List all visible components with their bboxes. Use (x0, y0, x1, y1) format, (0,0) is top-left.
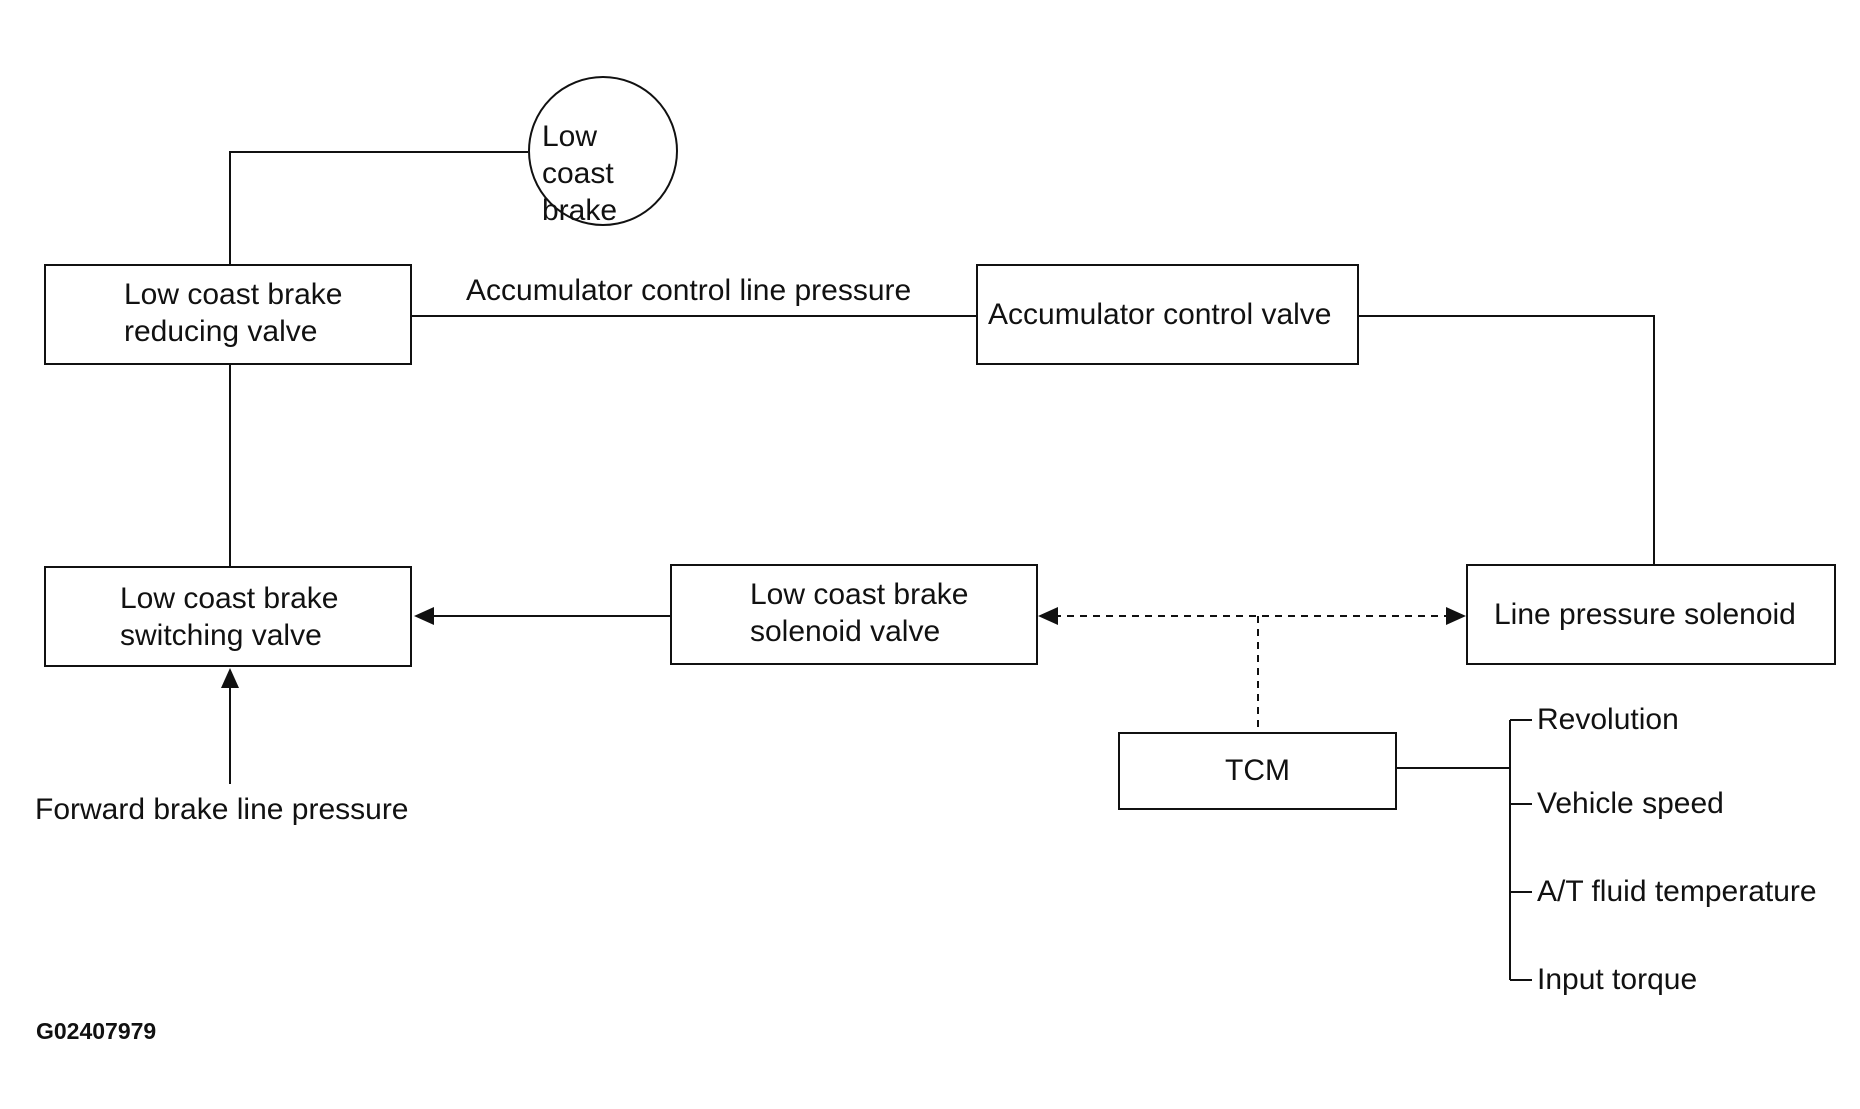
low-coast-brake-node: Low coast brake (528, 76, 678, 227)
arrowhead-up-to-switching-valve (221, 668, 239, 688)
switching-valve-line-1: Low coast brake (120, 582, 339, 615)
reducing-valve-line-2: reducing valve (124, 315, 318, 348)
arrowhead-to-line-pressure-solenoid (1446, 607, 1466, 625)
line-accumulator-to-solenoid (1358, 315, 1655, 564)
tcm-line-1: TCM (1225, 754, 1290, 787)
tcm-input-revolution: Revolution (1537, 703, 1679, 736)
low-coast-brake-line-1: Low coast (542, 120, 614, 190)
line-pressure-solenoid-box: Line pressure solenoid (1466, 564, 1836, 665)
tcm-input-fluid-temperature: A/T fluid temperature (1537, 875, 1817, 908)
reducing-valve-line-1: Low coast brake (124, 278, 343, 311)
switching-valve-box: Low coast brake switching valve (44, 566, 412, 667)
tcm-input-vehicle-speed: Vehicle speed (1537, 787, 1724, 820)
solenoid-valve-box: Low coast brake solenoid valve (670, 564, 1038, 665)
figure-code: G02407979 (36, 1018, 157, 1044)
low-coast-brake-line-2: brake (542, 194, 618, 227)
arrowhead-to-solenoid-valve (1038, 607, 1058, 625)
accumulator-control-line-pressure-label: Accumulator control line pressure (466, 274, 912, 307)
switching-valve-line-2: switching valve (120, 619, 322, 652)
reducing-valve-box: Low coast brake reducing valve (44, 264, 412, 365)
arrowhead-to-switching-valve (414, 607, 434, 625)
tcm-box: TCM (1118, 732, 1397, 810)
line-reducing-to-brake (229, 151, 528, 264)
solenoid-valve-line-1: Low coast brake (750, 578, 969, 611)
solenoid-valve-line-2: solenoid valve (750, 615, 941, 648)
accumulator-control-valve-box: Accumulator control valve (976, 264, 1359, 365)
tcm-input-input-torque: Input torque (1537, 963, 1698, 996)
accumulator-control-valve-line-1: Accumulator control valve (988, 298, 1332, 331)
line-pressure-solenoid-line-1: Line pressure solenoid (1494, 598, 1796, 631)
forward-brake-line-pressure-label: Forward brake line pressure (35, 793, 409, 826)
